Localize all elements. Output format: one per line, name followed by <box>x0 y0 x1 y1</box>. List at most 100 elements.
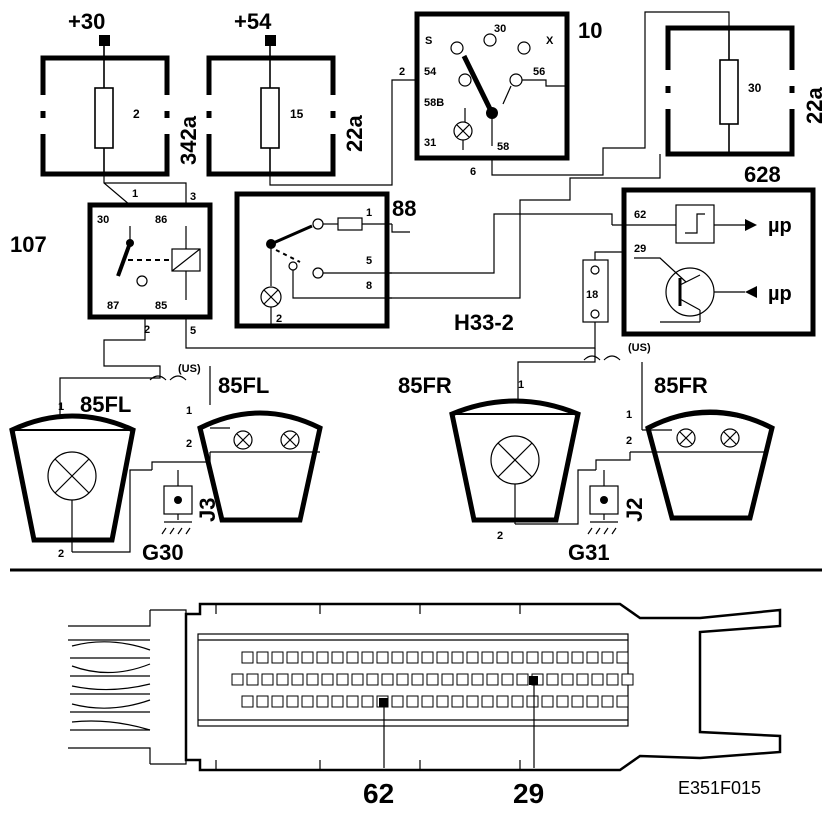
connector-pin-cell <box>346 651 359 664</box>
fuse-15-number: 15 <box>290 107 304 121</box>
connector-pin-cell <box>381 673 394 686</box>
relay-107-pin-85: 85 <box>155 300 167 312</box>
lamp-85fr-main-label: 85FR <box>398 373 452 398</box>
connector-pin-cell <box>406 651 419 664</box>
connector-pin-cell <box>301 651 314 664</box>
connector-pin-cell <box>361 695 374 708</box>
connector-pin-cell <box>271 695 284 708</box>
connector-pin-cell <box>606 673 619 686</box>
connector-pin-cell <box>561 673 574 686</box>
connector-face-view: 62 29 <box>68 602 782 809</box>
lamp-85fl-secondary-label: 85FL <box>218 373 269 398</box>
connector-pin-cell <box>586 695 599 708</box>
connector-pin-cell <box>616 695 629 708</box>
relay-107-wire-1: 1 <box>132 188 138 200</box>
connector-pin-cell <box>441 673 454 686</box>
connector-pin-cell <box>366 673 379 686</box>
lamp-85fl-main-pin-2: 2 <box>58 548 64 560</box>
module-628-output-a: µp <box>768 215 792 237</box>
module-628-output-b: µp <box>768 283 792 305</box>
schmitt-trigger-symbol <box>675 204 715 244</box>
connector-pin-cell <box>516 673 529 686</box>
ground-g31-label: G31 <box>568 540 610 565</box>
connector-pin-cell <box>451 651 464 664</box>
lamp-85fr-secondary-pin-2: 2 <box>626 435 632 447</box>
fuse-box-22a-left: 15 22a <box>204 55 367 177</box>
connector-h33-2: 18 H33-2 <box>454 259 609 335</box>
connector-pin-cell <box>486 673 499 686</box>
connector-pin-cell <box>556 651 569 664</box>
connector-pin-cell <box>466 695 479 708</box>
terminal-30-label: +30 <box>68 9 105 34</box>
connector-pin-cell <box>306 673 319 686</box>
connector-pin-cell <box>411 673 424 686</box>
lamp-85fl-secondary-pin-1: 1 <box>186 405 192 417</box>
us-marker-right: (US) <box>628 342 651 354</box>
connector-pin-cell <box>301 695 314 708</box>
lamp-85fr-secondary-bulb-b-icon <box>720 428 740 448</box>
connector-pin-62-label: 62 <box>363 778 394 809</box>
connector-pin-cell <box>316 695 329 708</box>
connector-pin-cell <box>601 695 614 708</box>
connector-pin-cell <box>241 651 254 664</box>
connector-pin-cell <box>481 695 494 708</box>
switch-10-pin-56: 56 <box>533 66 545 78</box>
switch-10-contact-arm <box>461 54 495 115</box>
connector-pin-cell <box>576 673 589 686</box>
connector-pin-cell <box>496 651 509 664</box>
connector-pin-cell <box>496 695 509 708</box>
connector-pin-cell <box>456 673 469 686</box>
connector-pin-cell <box>471 673 484 686</box>
terminal-54-marker <box>265 35 276 46</box>
control-module-628: 628 62 29 µp µp <box>612 162 816 337</box>
fuse-30-number: 30 <box>748 81 762 95</box>
connector-pin-cell <box>351 673 364 686</box>
relay-107-ref: 107 <box>10 232 47 257</box>
connector-pin-cell <box>276 673 289 686</box>
lamp-85fl-secondary-bulb-b-icon <box>280 430 300 450</box>
fuse-2-number: 2 <box>133 107 140 121</box>
connector-pin-cell <box>511 651 524 664</box>
connector-pin-cell <box>391 651 404 664</box>
switch-10-wire-2: 2 <box>399 66 405 78</box>
connector-pin-cell <box>571 651 584 664</box>
connector-pin-cell <box>511 695 524 708</box>
connector-pin-cell <box>526 651 539 664</box>
connector-pin-cell <box>391 695 404 708</box>
wiring <box>59 11 730 450</box>
connector-pin-cell <box>436 695 449 708</box>
connector-pin-cell <box>601 651 614 664</box>
connector-pin-cell <box>556 695 569 708</box>
connector-pin-cell <box>246 673 259 686</box>
lamp-85fr-secondary-bulb-a-icon <box>676 428 696 448</box>
connector-pin-cell <box>451 695 464 708</box>
switch-10-ref: 10 <box>578 18 602 43</box>
connector-pin-cell <box>481 651 494 664</box>
switch-10-pin-x: X <box>546 35 554 47</box>
connector-pin-cell <box>286 651 299 664</box>
connector-pin-cell <box>331 695 344 708</box>
switch-10-pin-58: 58 <box>497 141 509 153</box>
connector-pin-cell <box>376 651 389 664</box>
relay-107-wire-3: 3 <box>190 191 196 203</box>
connector-pin-cell <box>526 695 539 708</box>
switch-10-pin-31: 31 <box>424 137 436 149</box>
connector-pin-cell <box>501 673 514 686</box>
junction-j3-label: J3 <box>195 498 220 522</box>
switch-10-pin-s: S <box>425 35 432 47</box>
switch-10-pin-30: 30 <box>494 23 506 35</box>
switch-10-pin-58b: 58B <box>424 97 444 109</box>
lamp-85fr-secondary-label: 85FR <box>654 373 708 398</box>
connector-pin-cell <box>291 673 304 686</box>
switch-88-pin-5: 5 <box>366 255 372 267</box>
fuse-box-22a-left-label: 22a <box>342 115 367 152</box>
connector-pin-cell <box>421 651 434 664</box>
connector-pin-cell <box>541 651 554 664</box>
connector-pin-cell <box>541 695 554 708</box>
relay-107-pin-86: 86 <box>155 214 167 226</box>
lamp-85fl-secondary-bulb-a-icon <box>233 430 253 450</box>
terminal-30-marker <box>99 35 110 46</box>
connector-pin-grid <box>231 651 634 708</box>
connector-pin-cell <box>256 695 269 708</box>
